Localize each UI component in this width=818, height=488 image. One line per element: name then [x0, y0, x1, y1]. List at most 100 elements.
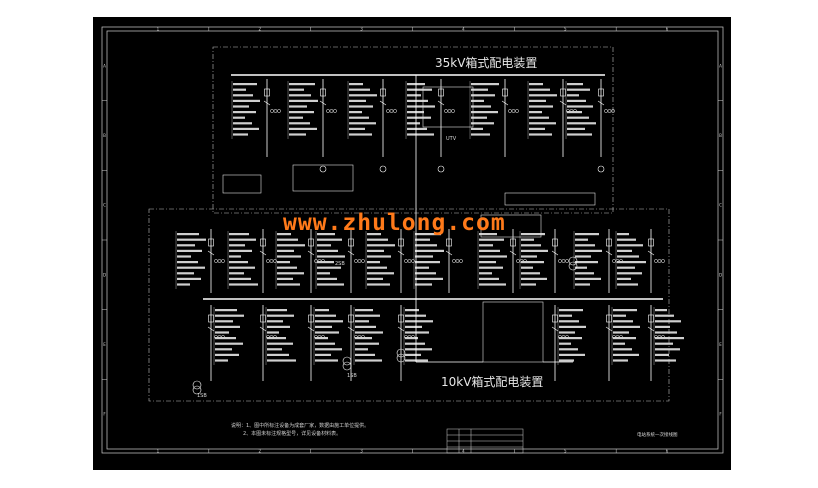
spec-text-line: [407, 133, 434, 136]
spec-text-line: [407, 111, 424, 114]
spec-text-line: [315, 353, 331, 356]
spec-text-line: [229, 249, 252, 252]
title-block: [446, 428, 524, 454]
disconnector-symbol: [307, 250, 315, 256]
spec-text-line: [471, 122, 494, 125]
spec-text-line: [349, 122, 376, 125]
spec-text-line: [415, 277, 443, 280]
transformer-symbol: [568, 256, 578, 266]
spec-text-line: [617, 283, 638, 286]
spec-text-line: [521, 249, 548, 252]
spec-text-line: [521, 277, 547, 280]
current-transformer-symbol: [404, 259, 408, 263]
current-transformer-symbol: [444, 109, 448, 113]
spec-text-line: [655, 331, 677, 334]
breaker-symbol: [606, 238, 612, 247]
spec-text-line: [471, 99, 484, 102]
spec-text-line: [289, 133, 306, 136]
disconnector-symbol: [559, 100, 567, 106]
spec-text-line: [567, 105, 593, 108]
current-transformer-symbol: [357, 259, 362, 263]
watermark: www.zhulong.com: [283, 210, 506, 236]
spec-text-line: [567, 99, 586, 102]
spec-text-line: [559, 325, 586, 328]
current-transformer-symbol: [221, 259, 225, 263]
spec-text-line: [617, 261, 646, 264]
spec-text-line: [471, 83, 499, 86]
spec-text-line: [559, 359, 574, 362]
spec-text-line: [575, 266, 587, 269]
spec-text-line: [317, 255, 345, 258]
spec-text-line: [529, 88, 550, 91]
spec-text-line: [559, 331, 575, 334]
breaker-symbol: [606, 314, 612, 323]
spec-text-line: [277, 233, 291, 236]
spec-text-line: [521, 233, 545, 236]
spec-text-line: [617, 266, 635, 269]
spec-text-line: [415, 233, 441, 236]
row-label: E: [719, 342, 722, 347]
current-transformer-symbol: [273, 109, 278, 113]
spec-text-line: [277, 283, 300, 286]
spec-text-line: [289, 105, 307, 108]
current-transformer-symbol: [508, 109, 512, 113]
spec-text-line: [289, 127, 317, 130]
current-transformer-symbol: [612, 259, 616, 263]
spec-text-line: [229, 266, 255, 269]
spec-text-line: [367, 266, 387, 269]
current-transformer-symbol: [386, 109, 390, 113]
current-transformer-symbol: [217, 259, 222, 263]
spec-text-line: [315, 309, 329, 312]
spec-text-line: [267, 314, 294, 317]
spec-text-line: [233, 122, 252, 125]
spec-text-line: [655, 325, 670, 328]
disconnector-symbol: [509, 250, 517, 256]
column-label: 2: [258, 27, 261, 32]
spec-text-line: [471, 116, 487, 119]
spec-text-line: [415, 244, 437, 247]
spec-text-line: [215, 348, 232, 351]
spec-text-line: [479, 266, 503, 269]
transformer-label-1sb-b: 1SB: [197, 393, 207, 399]
spec-text-line: [521, 272, 540, 275]
spec-text-line: [405, 348, 432, 351]
disconnector-symbol: [597, 100, 605, 106]
spec-text-line: [215, 325, 240, 328]
spec-text-line: [367, 261, 380, 264]
spec-text-line: [479, 244, 493, 247]
current-transformer-symbol: [558, 259, 562, 263]
disconnector-symbol: [207, 326, 215, 332]
spec-text-line: [575, 277, 601, 280]
spec-text-line: [315, 320, 343, 323]
spec-text-line: [277, 272, 304, 275]
spec-text-line: [233, 116, 245, 119]
current-transformer-symbol: [269, 259, 274, 263]
current-transformer-symbol: [214, 259, 218, 263]
breaker-symbol: [398, 238, 404, 247]
spec-text-line: [315, 331, 339, 334]
spec-text-line: [617, 238, 636, 241]
spec-text-line: [415, 261, 440, 264]
current-transformer-symbol: [561, 259, 566, 263]
spec-text-line: [655, 314, 674, 317]
current-transformer-symbol: [565, 259, 569, 263]
breaker-symbol: [320, 88, 326, 97]
column-label: 6: [666, 27, 669, 32]
spec-text-line: [277, 261, 290, 264]
spec-text-line: [559, 353, 585, 356]
spec-text-line: [559, 337, 582, 340]
current-transformer-symbol: [326, 109, 330, 113]
lv-switchgear: [148, 208, 684, 402]
spec-text-line: [233, 94, 253, 97]
spec-text-line: [415, 266, 429, 269]
spec-text-line: [405, 320, 433, 323]
spec-text-line: [349, 99, 366, 102]
disconnector-symbol: [437, 100, 445, 106]
spec-text-line: [529, 122, 556, 125]
transformer-label-1sb: 1SB: [347, 373, 357, 379]
breaker-symbol: [208, 238, 214, 247]
spec-text-line: [521, 255, 537, 258]
spec-text-line: [575, 283, 590, 286]
disconnector-symbol: [379, 100, 387, 106]
spec-text-line: [405, 353, 421, 356]
